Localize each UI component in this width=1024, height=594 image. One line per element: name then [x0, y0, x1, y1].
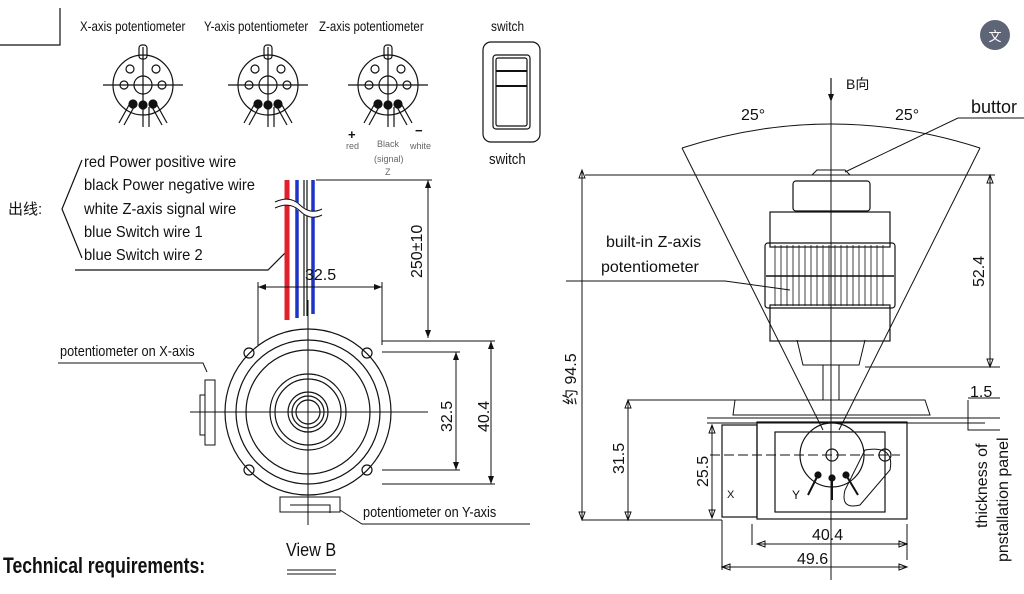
- wire-label-black: black Power negative wire: [84, 177, 256, 194]
- button-label: buttor: [971, 97, 1018, 117]
- z-pin-signal: (signal): [374, 154, 404, 164]
- pot-y-label: Y-axis potentiometer: [204, 18, 309, 34]
- dim-outer-width: 49.6: [797, 551, 829, 568]
- dim-inner-height: 25.5: [695, 455, 712, 487]
- pot-y-drawing: [228, 44, 308, 127]
- dim-cable-length: 250±10: [409, 224, 426, 278]
- translate-ocr-button[interactable]: 文: [980, 20, 1010, 50]
- pot-x-axis-label: potentiometer on X-axis: [60, 343, 195, 360]
- pot-x-drawing: [103, 44, 183, 127]
- y-mark: Y: [792, 488, 801, 502]
- z-pot-label-2: potentiometer: [601, 259, 699, 276]
- switch-bottom-label: switch: [489, 151, 526, 168]
- dim-inner-width: 40.4: [812, 527, 844, 544]
- z-pin-white: white: [410, 141, 432, 151]
- panel-label-1: thickness of: [974, 443, 991, 528]
- wire-bundle: [273, 180, 324, 320]
- wire-label-red: red Power positive wire: [84, 154, 237, 171]
- angle-left-label: 25°: [741, 107, 766, 124]
- pot-z-drawing: [348, 44, 428, 127]
- wiring-leader: [75, 251, 287, 271]
- pot-z-label: Z-axis potentiometer: [319, 18, 424, 34]
- angle-right-label: 25°: [895, 107, 920, 124]
- pot-x-label: X-axis potentiometer: [80, 18, 186, 34]
- frame-corner: [0, 8, 61, 46]
- dim-total-height: 约 94.5: [563, 353, 580, 405]
- wire-label-blue-1: blue Switch wire 1: [84, 224, 203, 241]
- z-pin-red: red: [346, 141, 360, 151]
- direction-b-label: B向: [846, 76, 870, 92]
- dim-upper-height: 52.4: [971, 255, 988, 287]
- dim-lower-height: 31.5: [611, 442, 628, 474]
- view-b-title: View B: [286, 540, 337, 560]
- cable-dim: [316, 179, 432, 338]
- switch-top-label: switch: [491, 18, 525, 34]
- dim-body-width: 40.4: [476, 400, 493, 432]
- wire-label-blue-2: blue Switch wire 2: [84, 247, 203, 264]
- technical-requirements-heading: Technical requirements:: [3, 553, 206, 578]
- view-b-drawing: [58, 282, 530, 575]
- z-pin-z: Z: [385, 167, 391, 177]
- pot-y-axis-label: potentiometer on Y-axis: [363, 504, 497, 521]
- wire-label-white: white Z-axis signal wire: [84, 201, 237, 218]
- switch-drawing: [482, 41, 541, 143]
- wiring-prefix: 出线:: [8, 201, 43, 218]
- dim-panel-thickness: 1.5: [970, 384, 993, 401]
- z-pin-black: Black: [377, 139, 400, 149]
- side-view-drawing: [566, 78, 1024, 580]
- translate-icon: 文: [988, 28, 1002, 44]
- knurl: [774, 245, 884, 306]
- z-pin-minus: −: [415, 123, 423, 138]
- x-mark: X: [727, 489, 735, 501]
- z-pot-label-1: built-in Z-axis: [606, 234, 702, 251]
- z-pin-plus: +: [348, 127, 356, 142]
- wiring-brace: [61, 159, 83, 259]
- dim-hole-spacing: 32.5: [439, 400, 456, 432]
- panel-label-2: pnstallation panel: [995, 437, 1012, 562]
- dim-view-b-width: 32.5: [305, 267, 337, 284]
